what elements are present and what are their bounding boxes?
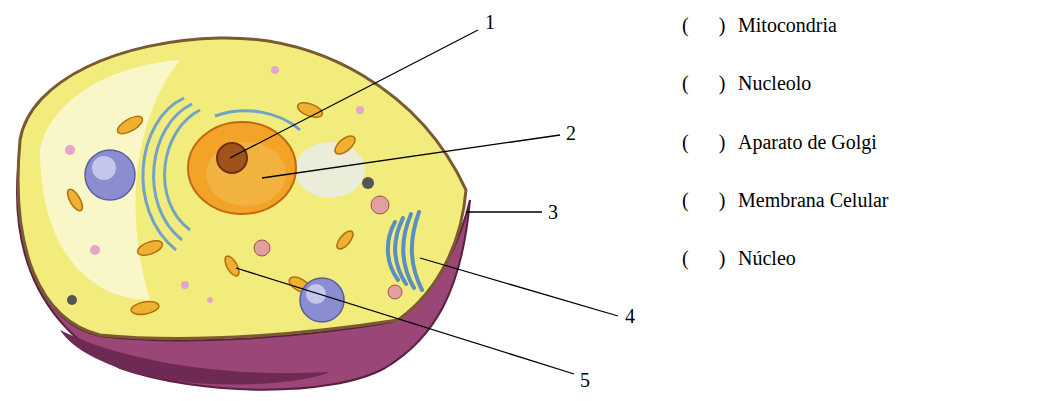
vesicle: [271, 66, 279, 74]
vesicle: [65, 145, 75, 155]
cytoplasm-light: [40, 60, 180, 300]
endoplasmic-reticulum: [143, 98, 300, 250]
nucleus: [188, 122, 296, 214]
mitochondrion: [115, 113, 145, 137]
vesicles: [65, 66, 364, 303]
er-fold: [154, 104, 192, 240]
vesicle: [90, 245, 100, 255]
option-label: Núcleo: [738, 246, 796, 270]
callout-number: 1: [485, 10, 495, 34]
membrane-pit: [362, 177, 374, 189]
leader-line: [466, 211, 542, 212]
golgi-apparatus: [388, 212, 422, 290]
vacuole-highlight: [92, 156, 116, 180]
lysosome: [254, 240, 270, 256]
leader-line: [236, 268, 574, 374]
golgi-cisterna: [412, 212, 422, 290]
lysosome: [388, 285, 402, 299]
cell-membrane: [18, 38, 466, 339]
mitochondrion: [222, 254, 242, 278]
mitochondrion: [136, 238, 165, 258]
option-label: Aparato de Golgi: [738, 130, 877, 154]
mitochondrion: [65, 187, 86, 213]
answer-blank: ( ): [682, 130, 725, 154]
answer-blank: ( ): [682, 13, 725, 37]
vesicle: [181, 281, 189, 289]
membrane-pit: [67, 295, 77, 305]
leader-line: [420, 258, 618, 316]
option-label: Mitocondria: [738, 13, 837, 37]
vacuole-highlight: [306, 284, 326, 304]
vesicle: [207, 297, 213, 303]
callout-number: 4: [625, 304, 635, 328]
mitochondrion: [332, 133, 358, 158]
callout-number: 2: [566, 121, 576, 145]
callout-number: 3: [548, 200, 558, 224]
lysosome: [371, 196, 389, 214]
nucleolus: [217, 143, 247, 173]
nucleus-inner: [206, 142, 286, 206]
leader-line: [262, 135, 560, 178]
answer-blank: ( ): [682, 71, 725, 95]
option-label: Membrana Celular: [738, 188, 889, 212]
cytoplasm-pale: [295, 142, 365, 198]
leader-line: [230, 30, 478, 158]
option-label: Nucleolo: [738, 71, 811, 95]
vesicle: [356, 106, 364, 114]
leader-lines: [230, 30, 618, 374]
mitochondrion: [130, 300, 160, 317]
mitochondrion: [334, 228, 356, 251]
answer-blank: ( ): [682, 246, 725, 270]
answer-blank: ( ): [682, 188, 725, 212]
er-fold: [143, 98, 184, 250]
vacuole: [85, 150, 135, 200]
callout-number: 5: [580, 368, 590, 392]
